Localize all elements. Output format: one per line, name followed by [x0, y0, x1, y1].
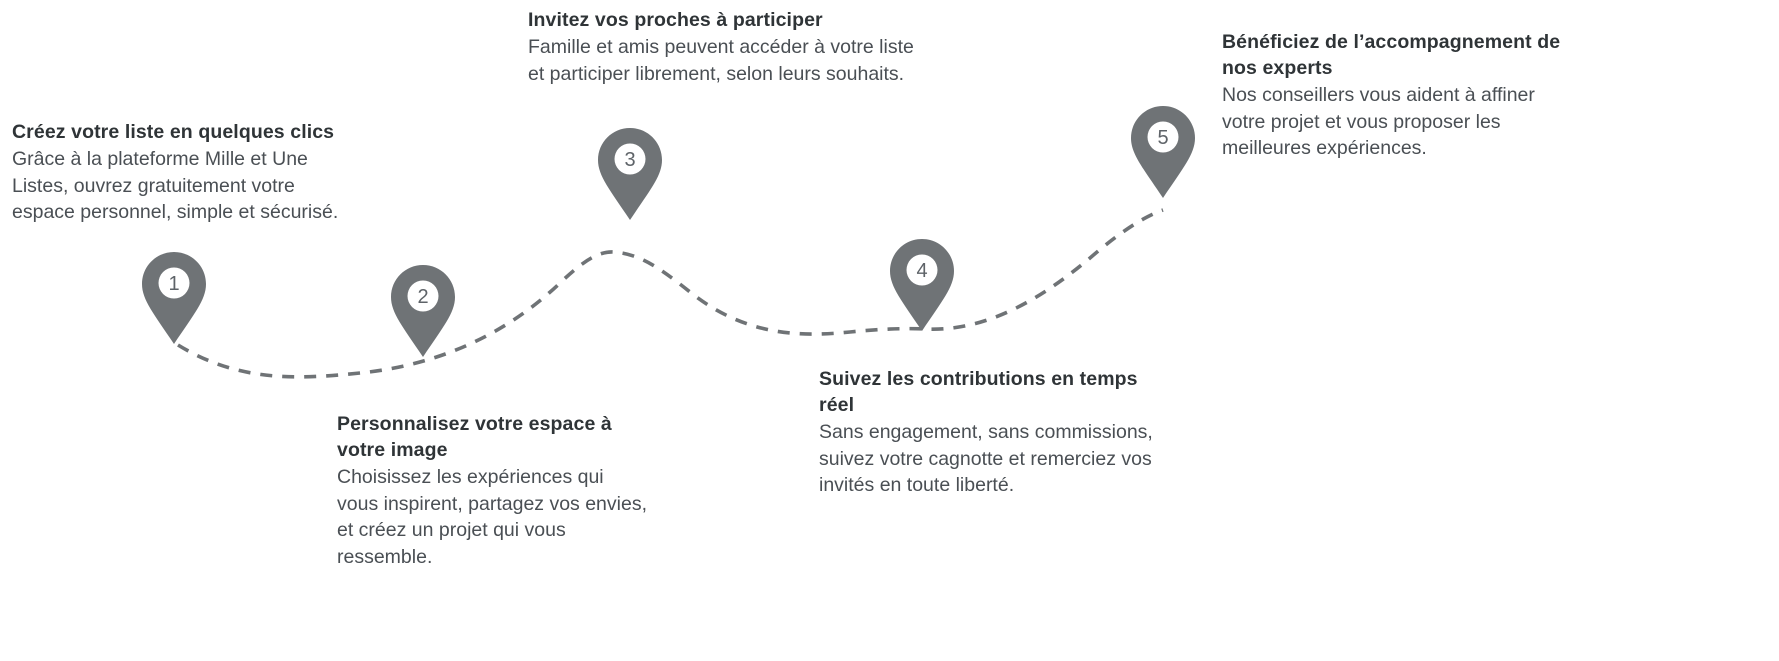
step-3-title: Invitez vos proches à participer	[528, 9, 823, 31]
step-2-text-block: Personnalisez votre espace à votre image…	[337, 411, 649, 570]
pin-shape-5	[1131, 106, 1195, 198]
pin-shape-3	[598, 128, 662, 220]
pin-shape-1	[142, 252, 206, 344]
map-pin-2[interactable]: 2	[391, 265, 455, 357]
pin-shape-2	[391, 265, 455, 357]
step-3-text-block: Invitez vos proches à participer Famille…	[528, 7, 920, 87]
step-4-title: Suivez les contributions en temps réel	[819, 368, 1138, 416]
step-5-body: Nos conseillers vous aident à affiner vo…	[1222, 84, 1535, 159]
step-1-text-block: Créez votre liste en quelques clics Grâc…	[12, 119, 357, 226]
map-pin-5[interactable]: 5	[1131, 106, 1195, 198]
step-5-title: Bénéficiez de l’accompagnement de nos ex…	[1222, 31, 1561, 79]
step-1-title: Créez votre liste en quelques clics	[12, 121, 335, 143]
step-4-text-block: Suivez les contributions en temps réel S…	[819, 366, 1174, 499]
pin-3-number: 3	[624, 149, 636, 171]
pin-4-number: 4	[916, 260, 928, 282]
step-4-body: Sans engagement, sans commissions, suive…	[819, 421, 1153, 496]
pin-shape-4	[890, 239, 954, 331]
pin-2-number: 2	[417, 286, 429, 308]
step-5-text-block: Bénéficiez de l’accompagnement de nos ex…	[1222, 29, 1562, 162]
map-pin-4[interactable]: 4	[890, 239, 954, 331]
map-pin-1[interactable]: 1	[142, 252, 206, 344]
map-pin-3[interactable]: 3	[598, 128, 662, 220]
step-2-title: Personnalisez votre espace à votre image	[337, 413, 612, 461]
pin-5-number: 5	[1157, 127, 1169, 149]
pin-1-number: 1	[168, 273, 180, 295]
step-3-body: Famille et amis peuvent accéder à votre …	[528, 36, 914, 85]
step-1-body: Grâce à la plateforme Mille et Une Liste…	[12, 148, 339, 223]
step-2-body: Choisissez les expériences qui vous insp…	[337, 466, 648, 568]
